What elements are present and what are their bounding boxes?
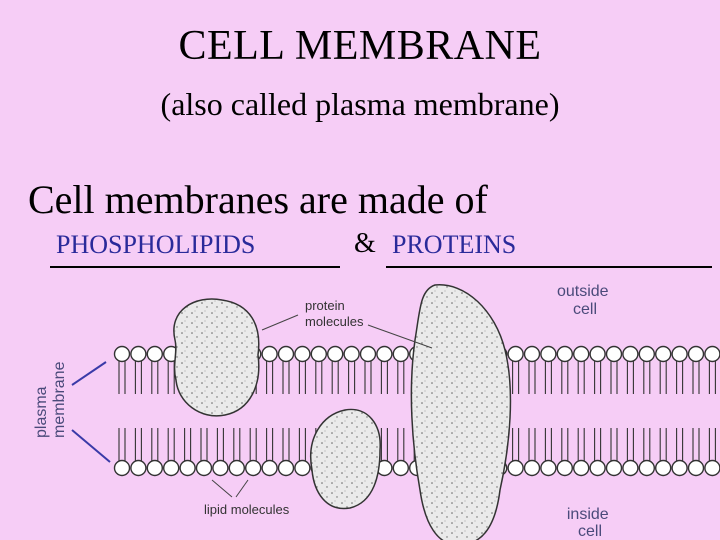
blank-line-1: [50, 228, 340, 268]
page-subtitle: (also called plasma membrane): [160, 86, 560, 122]
lipid-head: [310, 345, 327, 363]
lipid-head: [704, 459, 720, 477]
membrane-pointer-top: [71, 361, 107, 386]
blank-line-2: [386, 228, 712, 268]
lipid-head: [622, 345, 639, 363]
membrane-diagram: plasma membrane protein molecules outsid…: [33, 283, 720, 540]
membrane-pointer-bottom: [71, 429, 111, 463]
lipid-pointer-1: [211, 479, 233, 498]
lipid-head: [244, 459, 262, 477]
lipid-head: [392, 459, 409, 477]
lipid-head: [556, 345, 573, 363]
lipid-head: [392, 345, 409, 363]
protein-label: protein molecules: [305, 298, 364, 329]
membrane-label: plasma membrane: [33, 361, 68, 438]
protein-small: [310, 408, 381, 510]
lipid-head: [376, 345, 393, 363]
lipid-head: [638, 459, 655, 477]
lipid-head: [146, 459, 164, 477]
lipid-head: [523, 345, 541, 363]
lipid-head: [638, 345, 655, 363]
ampersand: &: [354, 228, 376, 259]
lipid-head: [704, 345, 720, 363]
lipid-head: [540, 345, 557, 363]
lipid-head: [130, 345, 147, 363]
lipid-head: [573, 459, 590, 477]
lipid-head: [327, 345, 344, 363]
lipid-head: [179, 459, 196, 477]
protein-left: [173, 298, 260, 417]
lipid-head: [113, 459, 131, 477]
protein-pointer-2: [367, 324, 433, 349]
lipid-head: [556, 459, 573, 477]
lipid-head: [195, 459, 213, 477]
lipid-head: [359, 345, 377, 363]
lipid-pointer-2: [235, 479, 249, 498]
answer-phospholipids: PHOSPHOLIPIDS: [56, 230, 256, 259]
protein-large: [410, 284, 512, 540]
lipid-head: [261, 345, 278, 363]
lipid-head: [605, 459, 623, 477]
lipid-head: [687, 345, 705, 363]
lipid-head: [277, 459, 295, 477]
answer-proteins: PROTEINS: [392, 230, 517, 259]
lipid-head: [687, 459, 705, 477]
lipid-head: [671, 459, 688, 477]
page-title: CELL MEMBRANE: [178, 23, 542, 69]
lipid-head: [523, 459, 541, 477]
lipid-head: [228, 459, 246, 477]
lipid-head: [540, 459, 557, 477]
lipid-head: [261, 459, 278, 477]
protein-pointer-1: [261, 314, 299, 331]
lipid-head: [589, 459, 606, 477]
lipid-head: [294, 345, 311, 363]
lipid-head: [130, 459, 147, 477]
lipid-head: [277, 345, 295, 363]
lipid-head: [507, 459, 524, 477]
lipid-head: [113, 345, 131, 363]
lead-sentence: Cell membranes are made of: [28, 177, 488, 222]
lipid-head: [655, 345, 672, 363]
lipid-molecules-label: lipid molecules: [204, 502, 290, 517]
lipid-head: [507, 345, 524, 363]
outside-cell-label: outside cell: [557, 283, 613, 318]
lipid-head: [655, 459, 672, 477]
lipid-head: [589, 345, 606, 363]
lipid-head: [343, 345, 360, 363]
lipid-head: [212, 459, 229, 477]
lipid-head: [622, 459, 639, 477]
lipid-head: [146, 345, 164, 363]
lipid-head: [671, 345, 688, 363]
lipid-head: [605, 345, 623, 363]
inside-cell-label: inside cell: [567, 506, 613, 540]
lipid-head: [294, 459, 311, 477]
lipid-head: [162, 459, 180, 477]
lipid-head: [573, 345, 590, 363]
